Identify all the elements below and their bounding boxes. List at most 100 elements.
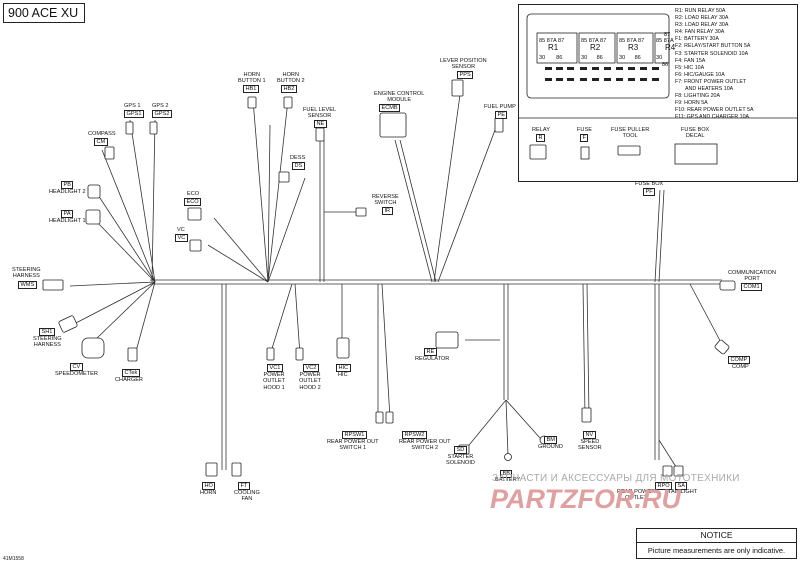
diagram-title: 900 ACE XU: [3, 3, 85, 23]
r4-pin-87a: 87A: [663, 38, 674, 44]
hb2-code: HB2: [281, 85, 297, 94]
speed-sensor-code: NV: [583, 431, 596, 440]
relay-r3-name: R3: [628, 43, 639, 52]
legend-line: F8: LIGHTING 20A: [675, 93, 721, 100]
relay-part-label: RELAY: [532, 127, 550, 133]
battery-label: BATTERY: [495, 477, 521, 483]
battery-ring: [504, 453, 512, 461]
r1-pin-87a: 87A: [546, 38, 557, 44]
legend-line: F11: GPS AND CHARGER 10A: [675, 114, 750, 121]
ground-code: BM: [544, 436, 558, 445]
reverse-switch-code: IR: [382, 207, 393, 216]
tail-light-label: TAIL LIGHT: [668, 489, 698, 495]
legend-line: F9: HORN 5A: [675, 100, 708, 107]
comm-port-connector: [719, 280, 736, 291]
vc1-code: VC1: [267, 364, 283, 373]
relay-r4-bottom: 30: [656, 55, 670, 61]
comp-connector: [714, 339, 730, 355]
gps1-label: GPS 1: [124, 103, 141, 109]
r2-pin-87: 87: [600, 38, 607, 44]
pps-connector: [451, 79, 464, 97]
relay-r4-pin86: 86: [662, 62, 669, 68]
hic-connector: [336, 337, 350, 359]
fuse-legend: R1: RUN RELAY 50A R2: LOAD RELAY 30A R3:…: [675, 8, 754, 122]
legend-line: AND HEATERS 10A: [685, 86, 734, 93]
compass-connector: [104, 146, 115, 160]
figure-id: 41M1558: [3, 556, 24, 562]
wms-connector: [42, 279, 64, 291]
sh1-connector: [58, 315, 78, 333]
notice-text: Picture measurements are only indicative…: [647, 546, 786, 555]
fuel-level-code: NE: [314, 120, 327, 129]
battery-code: BB: [500, 470, 513, 479]
wms-label: STEERING HARNESS: [12, 267, 41, 280]
headlight1-label: HEADLIGHT 1: [49, 218, 86, 224]
tail-light-code: SA: [675, 482, 688, 491]
vc1-connector: [266, 347, 275, 361]
relay-r2-bottom: 30 86: [581, 55, 615, 61]
r2-pin-86: 86: [596, 55, 603, 61]
speed-sensor-label: SPEED SENSOR: [578, 439, 602, 452]
horn-label: HORN: [200, 490, 217, 496]
hic-code: HIC: [336, 364, 351, 373]
hb1-connector: [247, 96, 257, 109]
ecm-connector: [379, 112, 407, 138]
eco-label: ECO: [187, 191, 200, 197]
r3-pin-30: 30: [619, 55, 626, 61]
headlight1-code: PA: [61, 210, 74, 219]
legend-line: R3: LOAD RELAY 30A: [675, 22, 729, 29]
comp-label: COMP: [732, 364, 749, 370]
relay-r4: 85 87A: [656, 38, 686, 44]
speedometer-code: CV: [70, 363, 83, 372]
fuse-box-pf-code: PF: [643, 188, 656, 197]
vc2-code: VC2: [303, 364, 319, 373]
legend-line: F4: FAN 15A: [675, 57, 706, 64]
r4-pin-30: 30: [656, 55, 663, 61]
legend-line: F10: REAR POWER OUTLET 5A: [675, 107, 754, 114]
sh1-code: SH1: [39, 328, 55, 337]
vc2-label: POWER OUTLET HOOD 2: [299, 372, 322, 391]
regulator-label: REGULATOR: [415, 356, 450, 362]
gps2-connector: [149, 121, 158, 135]
cooling-fan-code: FT: [238, 482, 250, 491]
hb1-code: HB1: [243, 85, 259, 94]
horn-connector: [205, 462, 218, 477]
rpsw1-connector: [375, 411, 384, 424]
relay-r4-pin87: 87: [664, 32, 671, 38]
gps1-connector: [125, 121, 134, 135]
tail-light-connector: [673, 465, 684, 477]
vc-code: VC: [175, 234, 188, 243]
r2-pin-87a: 87A: [588, 38, 599, 44]
r3-pin-87: 87: [638, 38, 645, 44]
comm-port-label: COMMUNICATION PORT: [728, 270, 777, 283]
rpo-code: RPO: [655, 482, 673, 491]
relay-r1: 85 87A 87: [539, 38, 577, 44]
speed-sensor-connector: [581, 407, 592, 423]
dess-connector: [278, 171, 290, 183]
fuse-part-code: F: [580, 134, 589, 143]
r3-pin-85: 85: [619, 38, 626, 44]
vc-label: VC: [177, 227, 185, 233]
speedometer-label: SPEEDOMETER: [55, 371, 98, 377]
compass-code: CM: [94, 138, 108, 147]
regulator-code: RE: [424, 348, 437, 357]
fuel-pump-code: PE: [495, 111, 508, 120]
rpsw2-connector: [385, 411, 394, 424]
legend-line: F7: FRONT POWER OUTLET: [675, 78, 747, 85]
watermark-line1: ЗАПЧАСТИ И АКСЕССУАРЫ ДЛЯ МОТОТЕХНИКИ: [492, 473, 740, 484]
watermark-logo: PARTZFOR.RU: [490, 484, 681, 514]
ground-label-text: GROUND: [538, 444, 563, 451]
legend-line: F5: HIC 10A: [675, 64, 705, 71]
ecm-code: ECMB: [379, 104, 401, 113]
fuse-part-label: FUSE: [577, 127, 592, 133]
vc1-label: POWER OUTLET HOOD 1: [263, 372, 286, 391]
r2-pin-30: 30: [581, 55, 588, 61]
relay-r1-bottom: 30 86: [539, 55, 577, 61]
relay-part-code: R: [536, 134, 546, 143]
legend-line: F6: HIC/GAUGE 10A: [675, 71, 725, 78]
vc2-connector: [295, 347, 304, 361]
starter-solenoid-code: SD: [454, 446, 467, 455]
eco-code: ECO: [184, 198, 202, 207]
r2-pin-85: 85: [581, 38, 588, 44]
